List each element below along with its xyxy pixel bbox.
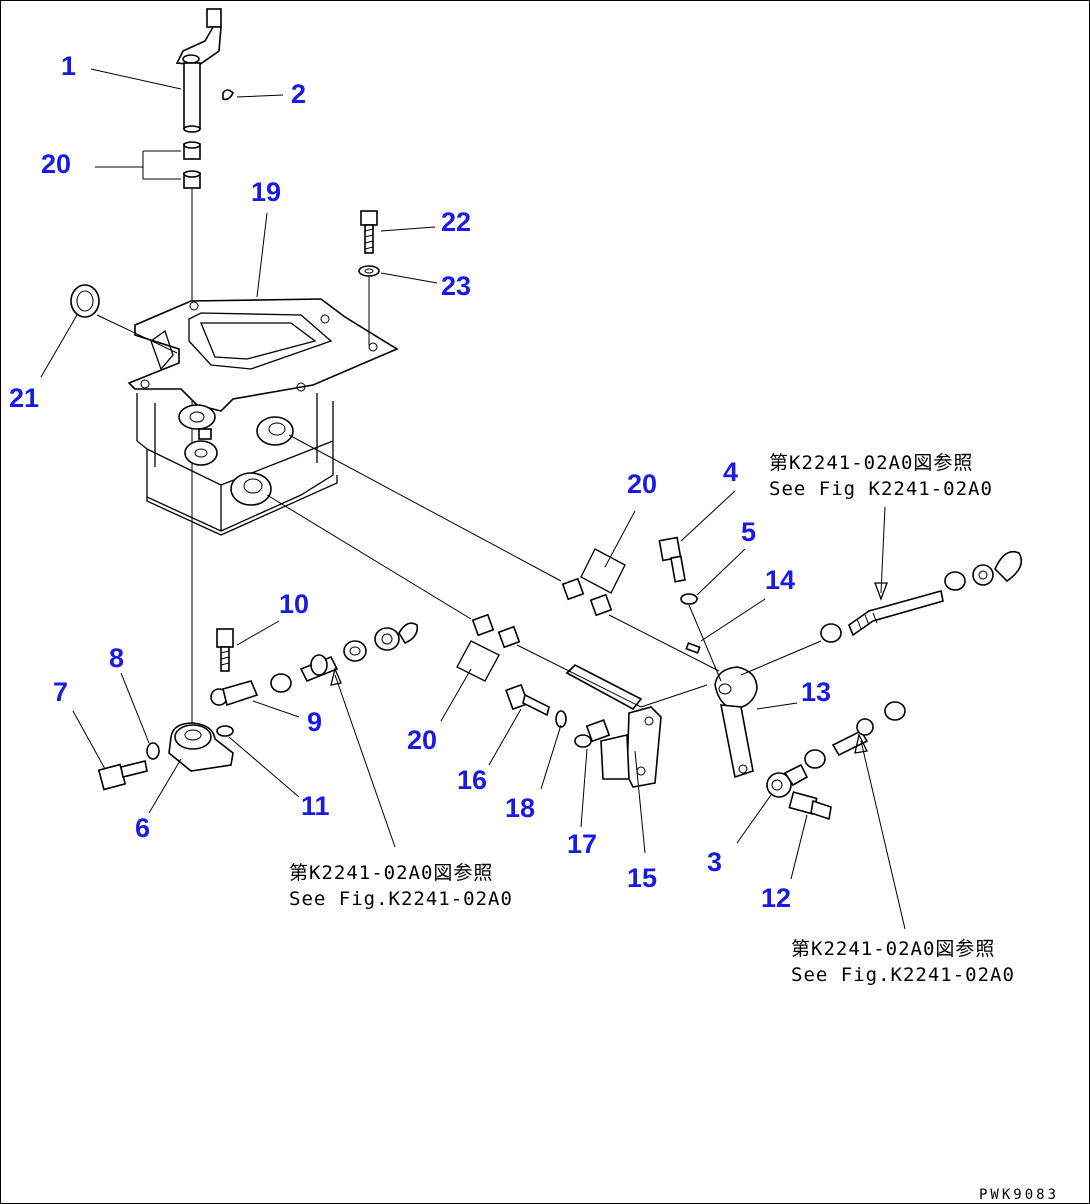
part-22-bolt — [360, 210, 378, 254]
label-part-20-top: 20 — [41, 149, 71, 179]
leader-21-to-case — [96, 314, 178, 354]
ref-note-jp: 第K2241-02A0図参照 — [791, 938, 995, 960]
label-part-12: 12 — [761, 883, 791, 913]
label-part-9: 9 — [307, 707, 322, 737]
part-21-plug — [70, 284, 100, 318]
label-part-14: 14 — [765, 565, 795, 595]
label-part-21: 21 — [9, 383, 39, 413]
ref-note-jp: 第K2241-02A0図参照 — [289, 862, 493, 884]
lever-15-to-13-line — [640, 684, 708, 708]
ref-note-en: See Fig.K2241-02A0 — [289, 888, 513, 910]
part-18-washer — [555, 710, 567, 728]
part-19-case — [127, 298, 399, 536]
label-part-5: 5 — [741, 517, 756, 547]
label-part-10: 10 — [279, 589, 309, 619]
part-15-lever — [565, 664, 662, 788]
reference-note-upper-right: 第K2241-02A0図参照 See Fig K2241-02A0 — [769, 452, 993, 500]
label-part-7: 7 — [53, 677, 68, 707]
part-12-bolt — [788, 791, 832, 821]
label-part-19: 19 — [251, 177, 281, 207]
label-part-2: 2 — [291, 79, 306, 109]
label-part-6: 6 — [135, 813, 150, 843]
label-part-22: 22 — [441, 207, 471, 237]
lower-right-rod-assembly — [766, 701, 906, 798]
part-10-bolt — [216, 628, 234, 672]
reference-note-lower-right: 第K2241-02A0図参照 See Fig.K2241-02A0 — [791, 938, 1015, 986]
part-23-washer — [358, 265, 380, 277]
part-9-fitting — [210, 680, 259, 707]
label-part-17: 17 — [567, 829, 597, 859]
part-14-key — [685, 642, 701, 654]
part-16-bolt — [505, 683, 550, 717]
rod-to-lever-13-line — [740, 640, 822, 676]
label-part-16: 16 — [457, 765, 487, 795]
bolt-4-center-line — [688, 604, 722, 682]
label-part-18: 18 — [505, 793, 535, 823]
label-part-23: 23 — [441, 271, 471, 301]
part-number-labels: 1 2 20 19 22 23 21 20 4 5 14 10 8 7 9 13… — [9, 51, 831, 913]
part-11-washer — [216, 725, 234, 737]
drawing-code: PWK9083 — [979, 1187, 1059, 1203]
label-part-4: 4 — [723, 457, 738, 487]
label-part-8: 8 — [109, 643, 124, 673]
part-20-upper-bushings — [561, 548, 626, 617]
lower-rod-line — [516, 644, 642, 708]
label-part-11: 11 — [301, 791, 330, 821]
left-rod-assembly — [270, 622, 419, 693]
label-part-20-upper: 20 — [627, 469, 657, 499]
part-20-lower-bushings — [456, 613, 521, 682]
ref-note-en: See Fig K2241-02A0 — [769, 478, 993, 500]
ref-note-jp: 第K2241-02A0図参照 — [769, 452, 973, 474]
lower-rod-center-line — [266, 494, 472, 620]
part-13-lever — [714, 666, 758, 779]
label-part-20-lower: 20 — [407, 725, 437, 755]
part-2-pin — [222, 89, 234, 101]
part-17-fitting — [574, 719, 611, 748]
label-part-13: 13 — [801, 677, 831, 707]
reference-note-lower-left: 第K2241-02A0図参照 See Fig.K2241-02A0 — [289, 862, 513, 910]
part-4-bolt — [658, 536, 686, 583]
upper-right-rod-assembly — [820, 550, 1023, 643]
part-20-top-bushings — [183, 141, 201, 189]
part-5-washer — [680, 593, 698, 605]
part-1-lever-shaft — [175, 8, 222, 133]
label-part-15: 15 — [627, 863, 657, 893]
ref-note-en: See Fig.K2241-02A0 — [791, 964, 1015, 986]
label-part-3: 3 — [707, 847, 722, 877]
part-6-lever — [168, 722, 234, 772]
label-part-1: 1 — [61, 51, 76, 81]
upper-rod-center-line — [288, 434, 562, 582]
part-7-bolt — [97, 760, 148, 791]
leader-lines — [40, 68, 906, 930]
upper-rod-center-line-2 — [608, 614, 720, 672]
part-8-washer — [146, 742, 160, 760]
